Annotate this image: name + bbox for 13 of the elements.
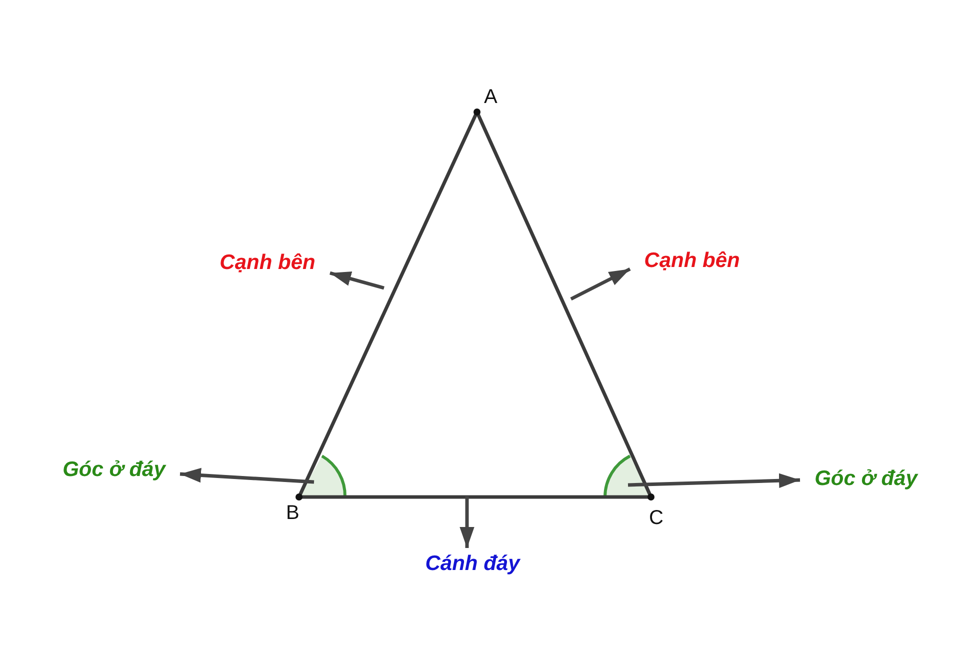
- leader-arrow: [460, 496, 474, 548]
- callout-label: Góc ở đáy: [48, 455, 180, 485]
- vertex-label: B: [286, 502, 300, 525]
- callout-label: Cánh đáy: [410, 548, 535, 580]
- leader-arrow: [330, 271, 384, 290]
- callout-label: Cạnh bên: [630, 246, 754, 276]
- leader-arrow: [628, 473, 800, 488]
- callout-label: Cạnh bên: [205, 248, 330, 278]
- callout-label: Góc ở đáy: [800, 464, 932, 494]
- vertex-label: A: [484, 86, 498, 109]
- leader-arrow: [180, 468, 314, 484]
- vertex-label: C: [649, 507, 664, 530]
- leader-arrow: [570, 267, 631, 301]
